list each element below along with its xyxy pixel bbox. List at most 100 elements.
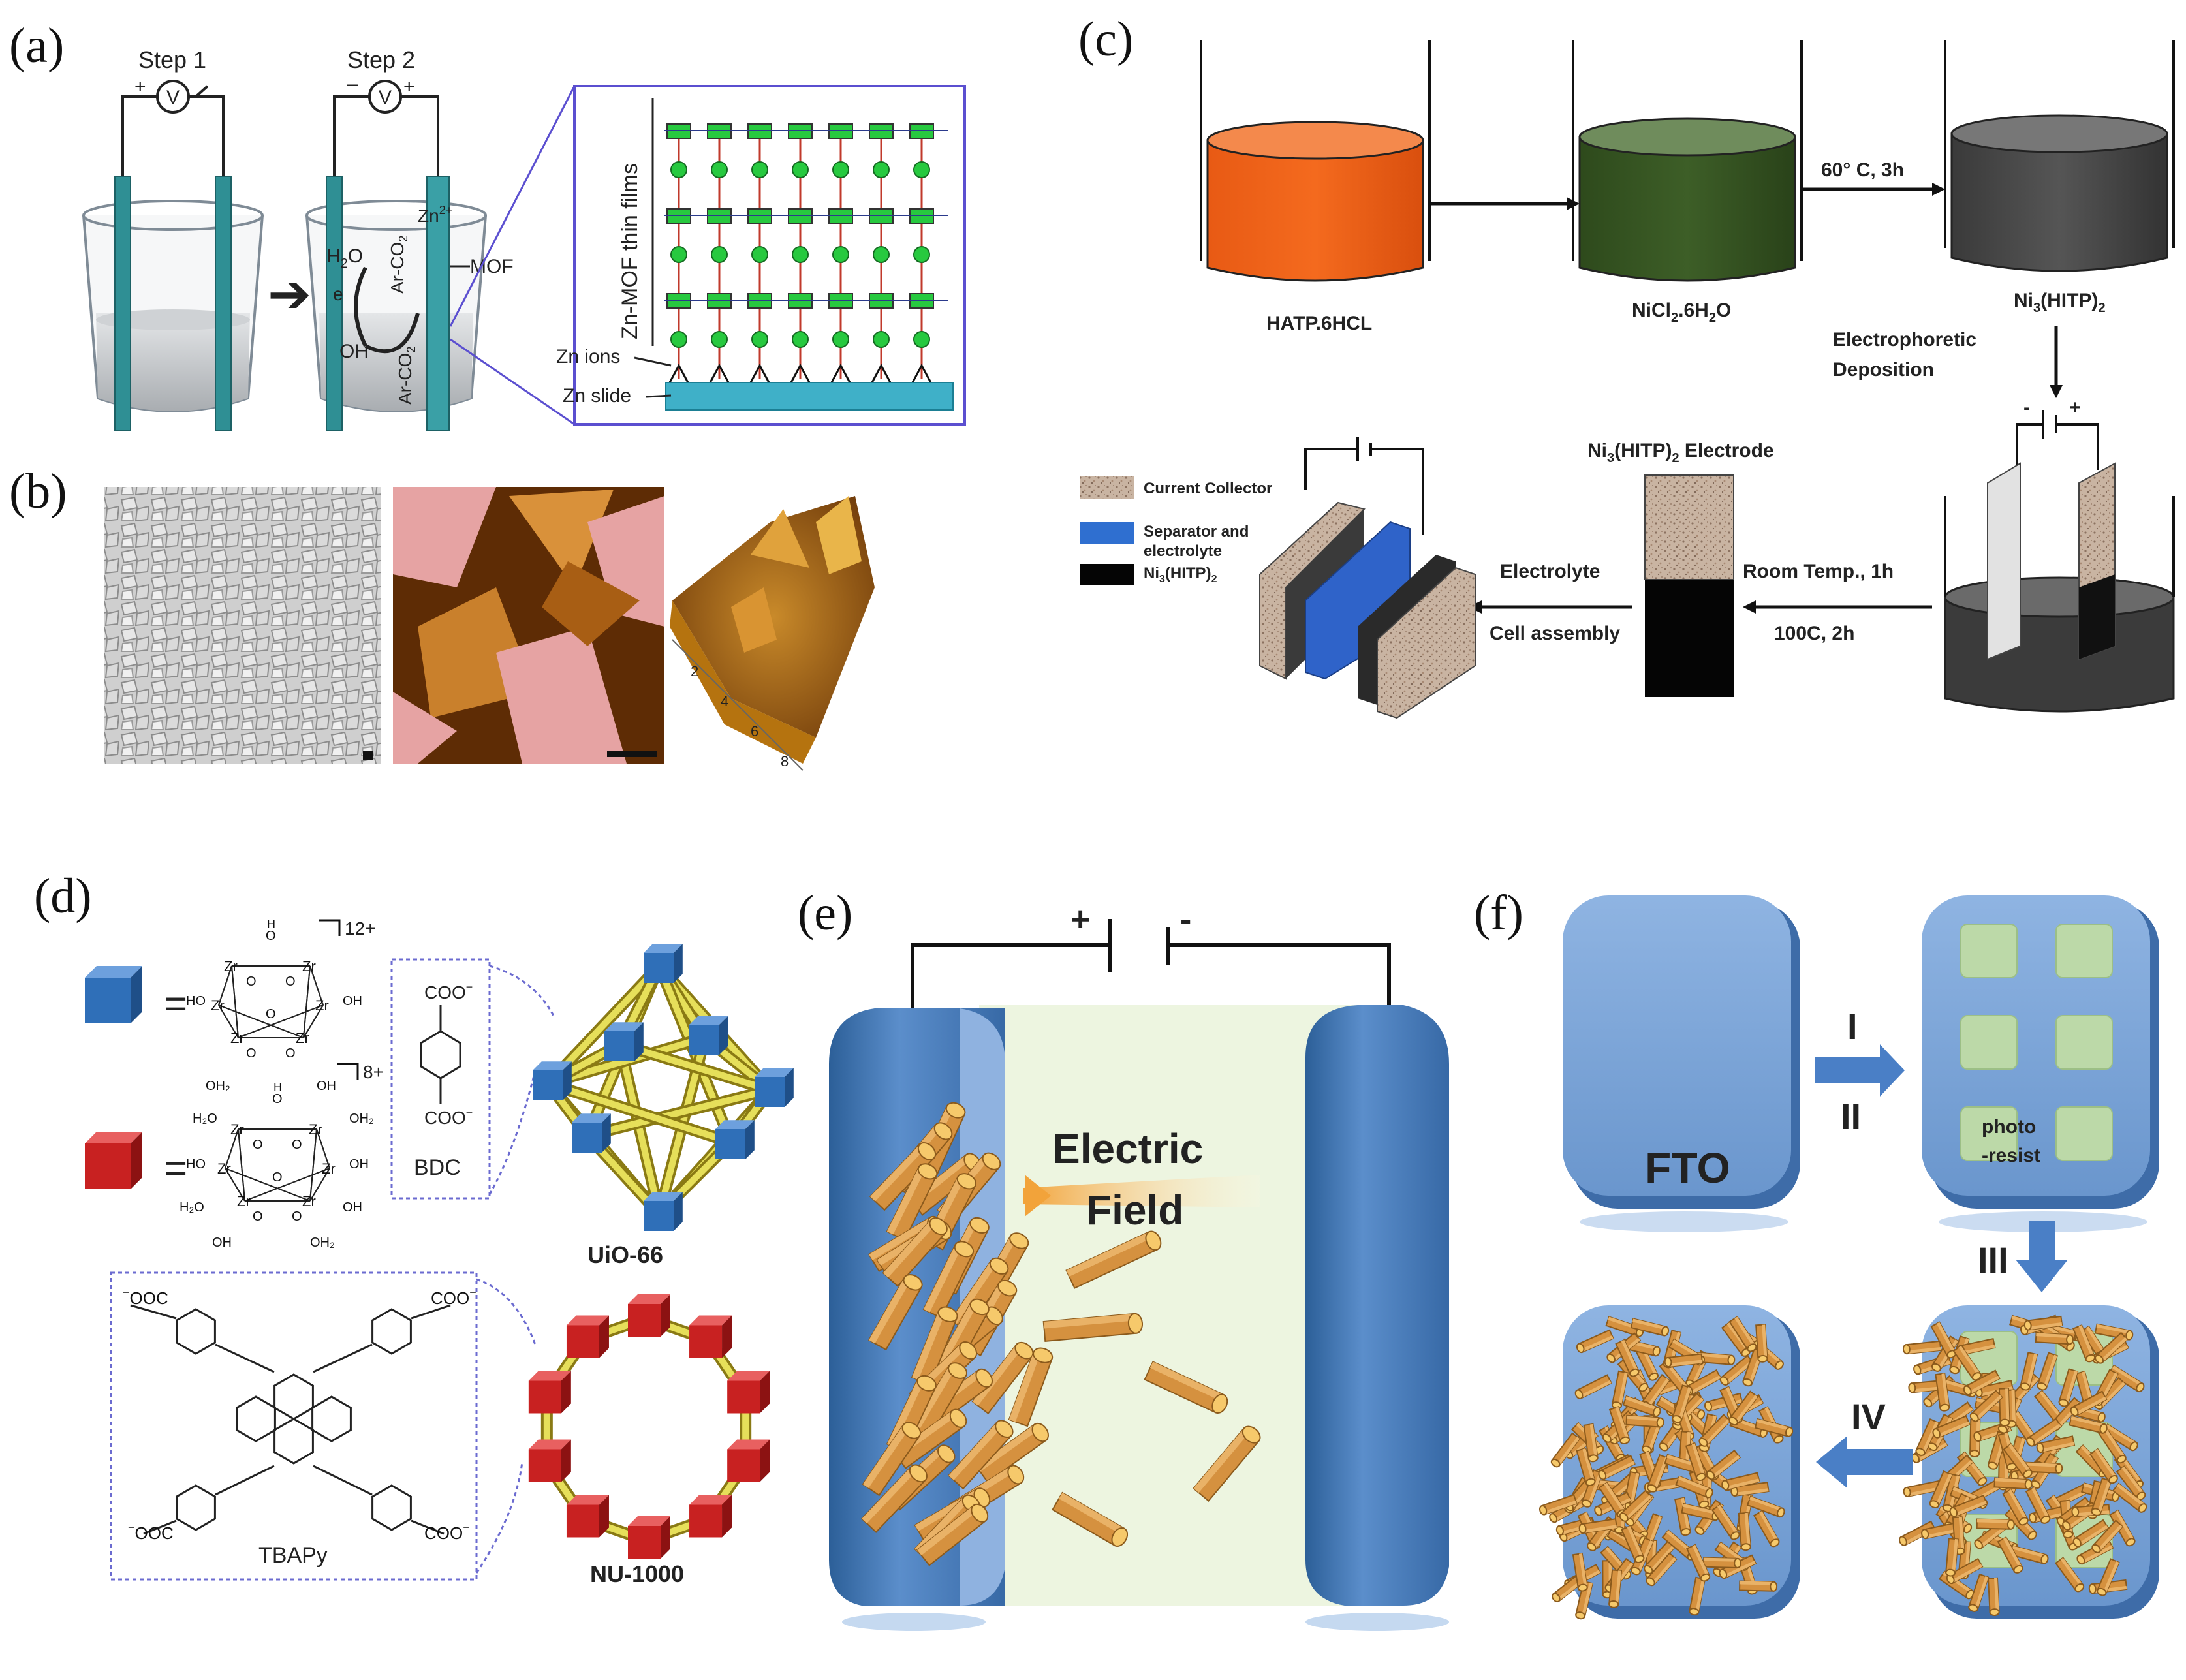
panel-label-e: (e) <box>798 886 852 941</box>
svg-text:photo: photo <box>1982 1116 2036 1138</box>
fto-substrate: FTO <box>1563 895 1800 1232</box>
scale-bar-afm <box>607 751 657 757</box>
svg-text:=: = <box>164 982 187 1025</box>
mof-lattice <box>664 123 948 383</box>
svg-text:Zr: Zr <box>224 958 238 974</box>
svg-text:O: O <box>246 1046 257 1061</box>
svg-text:OH₂: OH₂ <box>349 1112 374 1126</box>
photoresist-pad <box>1960 1015 2018 1070</box>
svg-text:Zr: Zr <box>237 1193 251 1209</box>
svg-text:H: H <box>273 1081 282 1094</box>
svg-text:H: H <box>267 918 275 931</box>
scale-bar-sem <box>363 751 373 760</box>
svg-text:Room Temp., 1h: Room Temp., 1h <box>1743 561 1894 582</box>
svg-text:O: O <box>285 974 296 989</box>
panel-label-f: (f) <box>1474 886 1523 941</box>
afm-tick-label: 8 <box>781 753 789 770</box>
svg-text:OH: OH <box>317 1079 336 1093</box>
svg-text:Zr: Zr <box>309 1121 322 1138</box>
svg-text:Zr: Zr <box>322 1160 336 1177</box>
photoresist-pad <box>1960 924 2018 978</box>
afm-tick-label: 6 <box>751 723 758 739</box>
electrode-slab-right <box>1305 1005 1449 1631</box>
svg-text:COO−: COO− <box>424 980 473 1003</box>
legend-swatch-collector <box>1080 476 1134 499</box>
tbapy-box <box>110 1271 478 1581</box>
svg-text:O: O <box>246 974 257 989</box>
svg-text:+: + <box>134 76 146 97</box>
zr6-red-cube <box>85 1132 142 1189</box>
svg-text:Deposition: Deposition <box>1833 359 1934 381</box>
svg-text:III: III <box>1978 1239 2008 1281</box>
panel-label-a: (a) <box>9 18 64 73</box>
svg-text:FTO: FTO <box>1645 1143 1730 1192</box>
mof-network-substrate <box>1538 1305 1800 1620</box>
svg-text:60° C, 3h: 60° C, 3h <box>1821 159 1904 181</box>
beaker-nicl2: NiCl2.6H2O <box>1572 40 1803 325</box>
mof-rods-epd <box>860 1102 1261 1566</box>
svg-text:NU-1000: NU-1000 <box>590 1561 684 1587</box>
svg-text:Electrophoretic: Electrophoretic <box>1833 329 1976 350</box>
svg-text:COO−: COO− <box>431 1286 476 1308</box>
svg-text:−OOC: −OOC <box>123 1286 168 1308</box>
svg-text:Ni3(HITP)2: Ni3(HITP)2 <box>1144 565 1217 585</box>
step2-label: Step 2 <box>347 46 415 73</box>
svg-text:Zr: Zr <box>302 958 316 974</box>
photoresist-pad <box>2055 1015 2113 1070</box>
panel-a: (a) Step 1 Step 2 V + ➔ V <box>9 18 966 431</box>
afm-2d-image <box>393 487 664 764</box>
electrode-film <box>1645 580 1734 697</box>
legend-c: Current Collector Separator and electrol… <box>1080 476 1272 585</box>
svg-text:OH₂: OH₂ <box>310 1236 335 1250</box>
panel-e: (e) + - Electric Field <box>798 886 1449 1631</box>
svg-text:Zr: Zr <box>230 1030 244 1046</box>
zr6-blue-cube <box>85 966 142 1023</box>
svg-text:HO: HO <box>186 1157 206 1172</box>
photoresist-pad <box>2055 924 2113 978</box>
svg-text:HATP.6HCL: HATP.6HCL <box>1266 313 1372 334</box>
patterned-mof-substrate <box>1899 1305 2159 1619</box>
svg-text:O: O <box>272 1092 283 1106</box>
afm-tick-label: 4 <box>721 693 728 709</box>
svg-text:Ar-CO2: Ar-CO2 <box>395 347 418 405</box>
svg-text:-: - <box>2023 397 2030 418</box>
panel-b: (b) 2 4 6 8 <box>9 464 875 771</box>
svg-text:Current Collector: Current Collector <box>1144 480 1272 497</box>
svg-text:O: O <box>292 1209 302 1224</box>
bdc-box <box>390 958 491 1200</box>
sem-image <box>104 487 381 764</box>
svg-text:NiCl2.6H2O: NiCl2.6H2O <box>1632 300 1731 325</box>
svg-text:Zr: Zr <box>217 1160 231 1177</box>
afm-3d-plot: 2 4 6 8 <box>670 496 875 771</box>
afm-tick-label: 2 <box>691 663 698 679</box>
svg-text:OH: OH <box>212 1236 232 1250</box>
svg-text:Zr: Zr <box>211 997 225 1014</box>
beaker-ni3hitp2: Ni3(HITP)2 <box>1944 40 2175 315</box>
svg-text:Separator and: Separator and <box>1144 523 1249 540</box>
svg-text:Zn ions: Zn ions <box>556 346 620 367</box>
uio-66-cage <box>533 944 794 1231</box>
nu-1000-ring <box>528 1294 770 1559</box>
svg-text:Zr: Zr <box>296 1030 309 1046</box>
svg-text:O: O <box>253 1209 263 1224</box>
svg-text:O: O <box>253 1138 263 1152</box>
svg-text:OH: OH <box>343 1200 362 1215</box>
svg-text:TBAPy: TBAPy <box>258 1543 328 1568</box>
assembled-cell <box>1259 437 1476 719</box>
svg-text:-resist: -resist <box>1982 1145 2040 1166</box>
electrode-left-1 <box>114 176 131 431</box>
zn-electrode <box>426 176 450 431</box>
svg-text:OH: OH <box>349 1157 369 1172</box>
legend-swatch-film <box>1080 564 1134 585</box>
svg-text:Ni3(HITP)2 Electrode: Ni3(HITP)2 Electrode <box>1587 440 1774 465</box>
svg-text:O: O <box>266 1007 276 1021</box>
mof-zoom-inset <box>573 85 966 426</box>
switch-icon <box>195 85 209 98</box>
svg-text:Ni3(HITP)2: Ni3(HITP)2 <box>2014 290 2106 315</box>
svg-text:Field: Field <box>1086 1187 1183 1234</box>
panel-label-b: (b) <box>9 464 67 519</box>
svg-text:100C, 2h: 100C, 2h <box>1774 623 1854 644</box>
